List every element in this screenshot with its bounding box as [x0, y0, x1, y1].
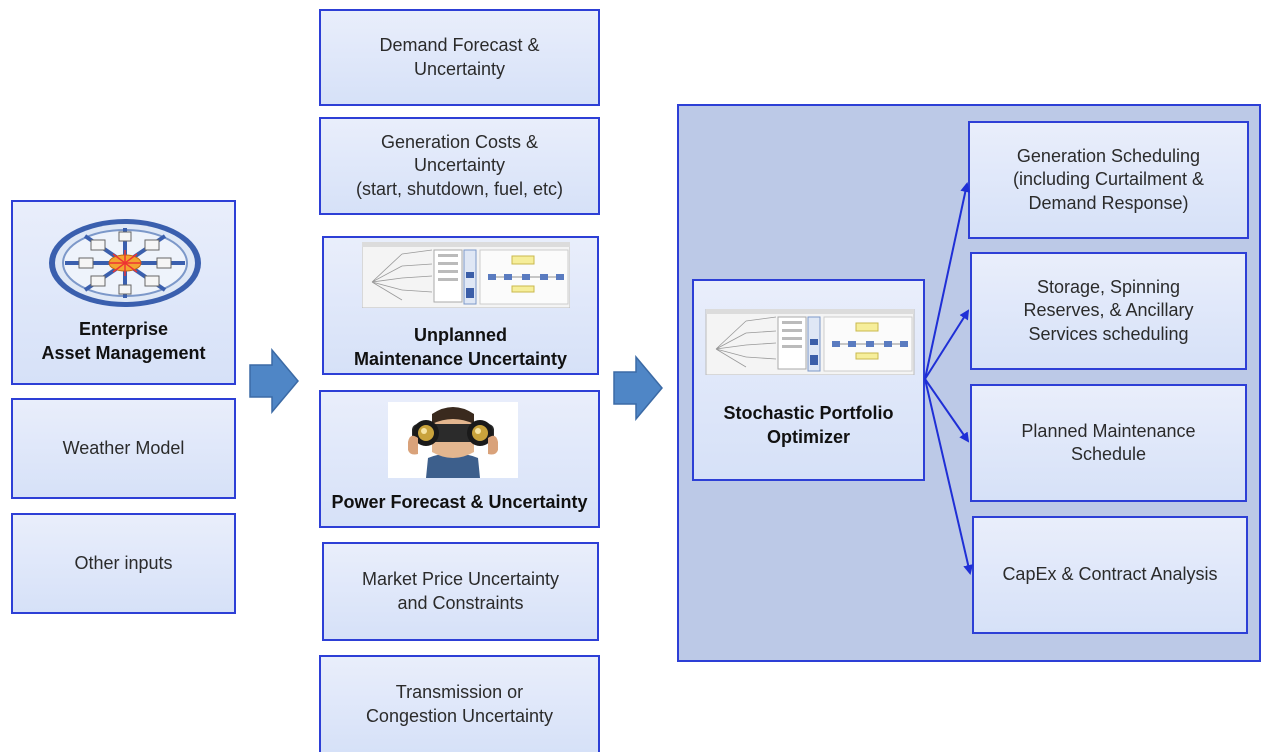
model-screenshot-icon — [705, 309, 915, 375]
stochastic-optimizer-box: Stochastic Portfolio Optimizer — [692, 279, 925, 481]
transmission-label: Transmission or Congestion Uncertainty — [365, 682, 554, 726]
other-inputs-label: Other inputs — [74, 552, 173, 573]
other-inputs-box: Other inputs — [11, 513, 236, 614]
storage-reserves-label: Storage, Spinning Reserves, & Ancillary … — [1023, 276, 1194, 344]
model-screenshot-icon — [362, 242, 570, 308]
binoculars-photo-icon — [388, 402, 518, 478]
power-forecast-box: Power Forecast & Uncertainty — [319, 390, 600, 528]
weather-model-label: Weather Model — [62, 437, 185, 458]
generation-costs-label: Generation Costs & Uncertainty (start, s… — [355, 131, 564, 199]
unplanned-maintenance-label: Unplanned Maintenance Uncertainty — [353, 325, 568, 369]
generation-costs-box: Generation Costs & Uncertainty (start, s… — [319, 117, 600, 215]
weather-model-box: Weather Model — [11, 398, 236, 499]
power-forecast-label: Power Forecast & Uncertainty — [331, 491, 588, 512]
unplanned-maintenance-box: Unplanned Maintenance Uncertainty — [322, 236, 599, 375]
planned-maintenance-box: Planned Maintenance Schedule — [970, 384, 1247, 502]
demand-forecast-box: Demand Forecast & Uncertainty — [319, 9, 600, 106]
flow-arrow-icon — [249, 348, 299, 414]
market-price-label: Market Price Uncertainty and Constraints — [361, 569, 560, 613]
capex-contract-box: CapEx & Contract Analysis — [972, 516, 1248, 634]
capex-contract-label: CapEx & Contract Analysis — [1002, 564, 1218, 585]
asset-management-wheel-icon — [49, 219, 201, 307]
stochastic-optimizer-label: Stochastic Portfolio Optimizer — [723, 403, 894, 447]
generation-scheduling-box: Generation Scheduling (including Curtail… — [968, 121, 1249, 239]
storage-reserves-box: Storage, Spinning Reserves, & Ancillary … — [970, 252, 1247, 370]
enterprise-asset-management-label: Enterprise Asset Management — [41, 319, 206, 363]
transmission-box: Transmission or Congestion Uncertainty — [319, 655, 600, 752]
planned-maintenance-label: Planned Maintenance Schedule — [1021, 420, 1196, 464]
generation-scheduling-label: Generation Scheduling (including Curtail… — [1012, 145, 1205, 213]
demand-forecast-label: Demand Forecast & Uncertainty — [379, 35, 540, 79]
flow-arrow-icon — [613, 355, 663, 421]
market-price-box: Market Price Uncertainty and Constraints — [322, 542, 599, 641]
enterprise-asset-management-box: Enterprise Asset Management — [11, 200, 236, 385]
